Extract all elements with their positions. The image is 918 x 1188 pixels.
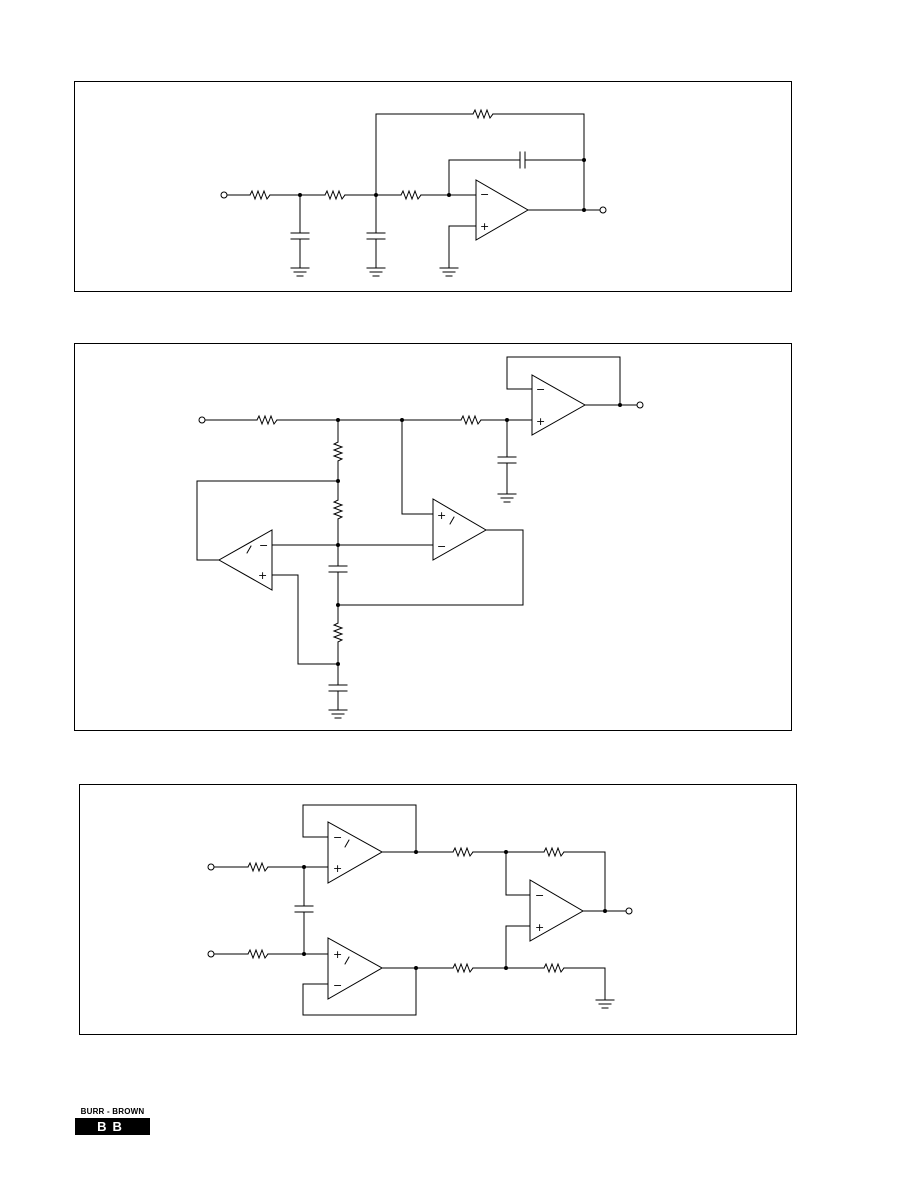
- capacitor: [328, 565, 348, 573]
- capacitor: [290, 232, 310, 240]
- resistor: [332, 499, 344, 520]
- inverting-input-sign: −: [333, 831, 342, 844]
- input-terminal: [207, 950, 215, 958]
- op-amp: [327, 937, 384, 1000]
- figure-panel-top: [74, 81, 792, 292]
- resistor: [472, 108, 494, 120]
- op-amp: [529, 879, 585, 942]
- noninverting-input-sign: +: [333, 948, 342, 961]
- noninverting-input-sign: +: [333, 862, 342, 875]
- input-terminal: [207, 863, 215, 871]
- inverting-input-sign: −: [480, 188, 489, 201]
- figure-panel-bottom: [79, 784, 797, 1035]
- ground-symbol: [439, 267, 459, 277]
- capacitor: [294, 905, 314, 913]
- resistor: [400, 189, 422, 201]
- input-terminal: [198, 416, 206, 424]
- capacitor: [328, 684, 348, 692]
- resistor: [460, 414, 482, 426]
- op-amp: [531, 374, 587, 436]
- inverting-input-sign: −: [333, 979, 342, 992]
- noninverting-input-sign: +: [258, 569, 267, 582]
- noninverting-input-sign: +: [535, 921, 544, 934]
- resistor: [249, 189, 271, 201]
- resistor: [324, 189, 346, 201]
- op-amp: [217, 529, 273, 591]
- capacitor: [497, 456, 517, 464]
- resistor: [247, 861, 269, 873]
- resistor: [247, 948, 269, 960]
- inverting-input-sign: −: [535, 889, 544, 902]
- inverting-input-sign: −: [259, 539, 268, 552]
- op-amp: [432, 498, 488, 561]
- capacitor: [519, 151, 526, 169]
- ground-symbol: [366, 267, 386, 277]
- schematic-top: − +: [220, 108, 607, 277]
- inverting-input-sign: −: [536, 383, 545, 396]
- logo-mark: BB: [97, 1119, 128, 1134]
- resistor: [256, 414, 278, 426]
- ground-symbol: [497, 493, 517, 503]
- op-amp: [475, 179, 530, 241]
- ground-symbol: [290, 267, 310, 277]
- noninverting-input-sign: +: [437, 509, 446, 522]
- resistor: [452, 846, 474, 858]
- schematic-bottom: − + + −: [207, 804, 633, 1016]
- resistor: [332, 441, 344, 462]
- noninverting-input-sign: +: [536, 415, 545, 428]
- resistor: [543, 846, 565, 858]
- output-terminal: [625, 907, 633, 915]
- logo-box: BB: [75, 1118, 150, 1135]
- noninverting-input-sign: +: [480, 220, 489, 233]
- op-amp: [327, 821, 384, 884]
- capacitor: [366, 232, 386, 240]
- logo-text: BURR - BROWN: [80, 1107, 145, 1116]
- inverting-input-sign: −: [437, 540, 446, 553]
- resistor: [543, 962, 565, 974]
- resistor: [332, 622, 344, 643]
- schematic-middle: − +: [196, 356, 644, 719]
- ground-symbol: [595, 999, 615, 1009]
- output-terminal: [636, 401, 644, 409]
- burr-brown-logo: BURR - BROWN BB: [75, 1107, 150, 1135]
- input-terminal: [220, 191, 228, 199]
- ground-symbol: [328, 709, 348, 719]
- resistor: [452, 962, 474, 974]
- output-terminal: [599, 206, 607, 214]
